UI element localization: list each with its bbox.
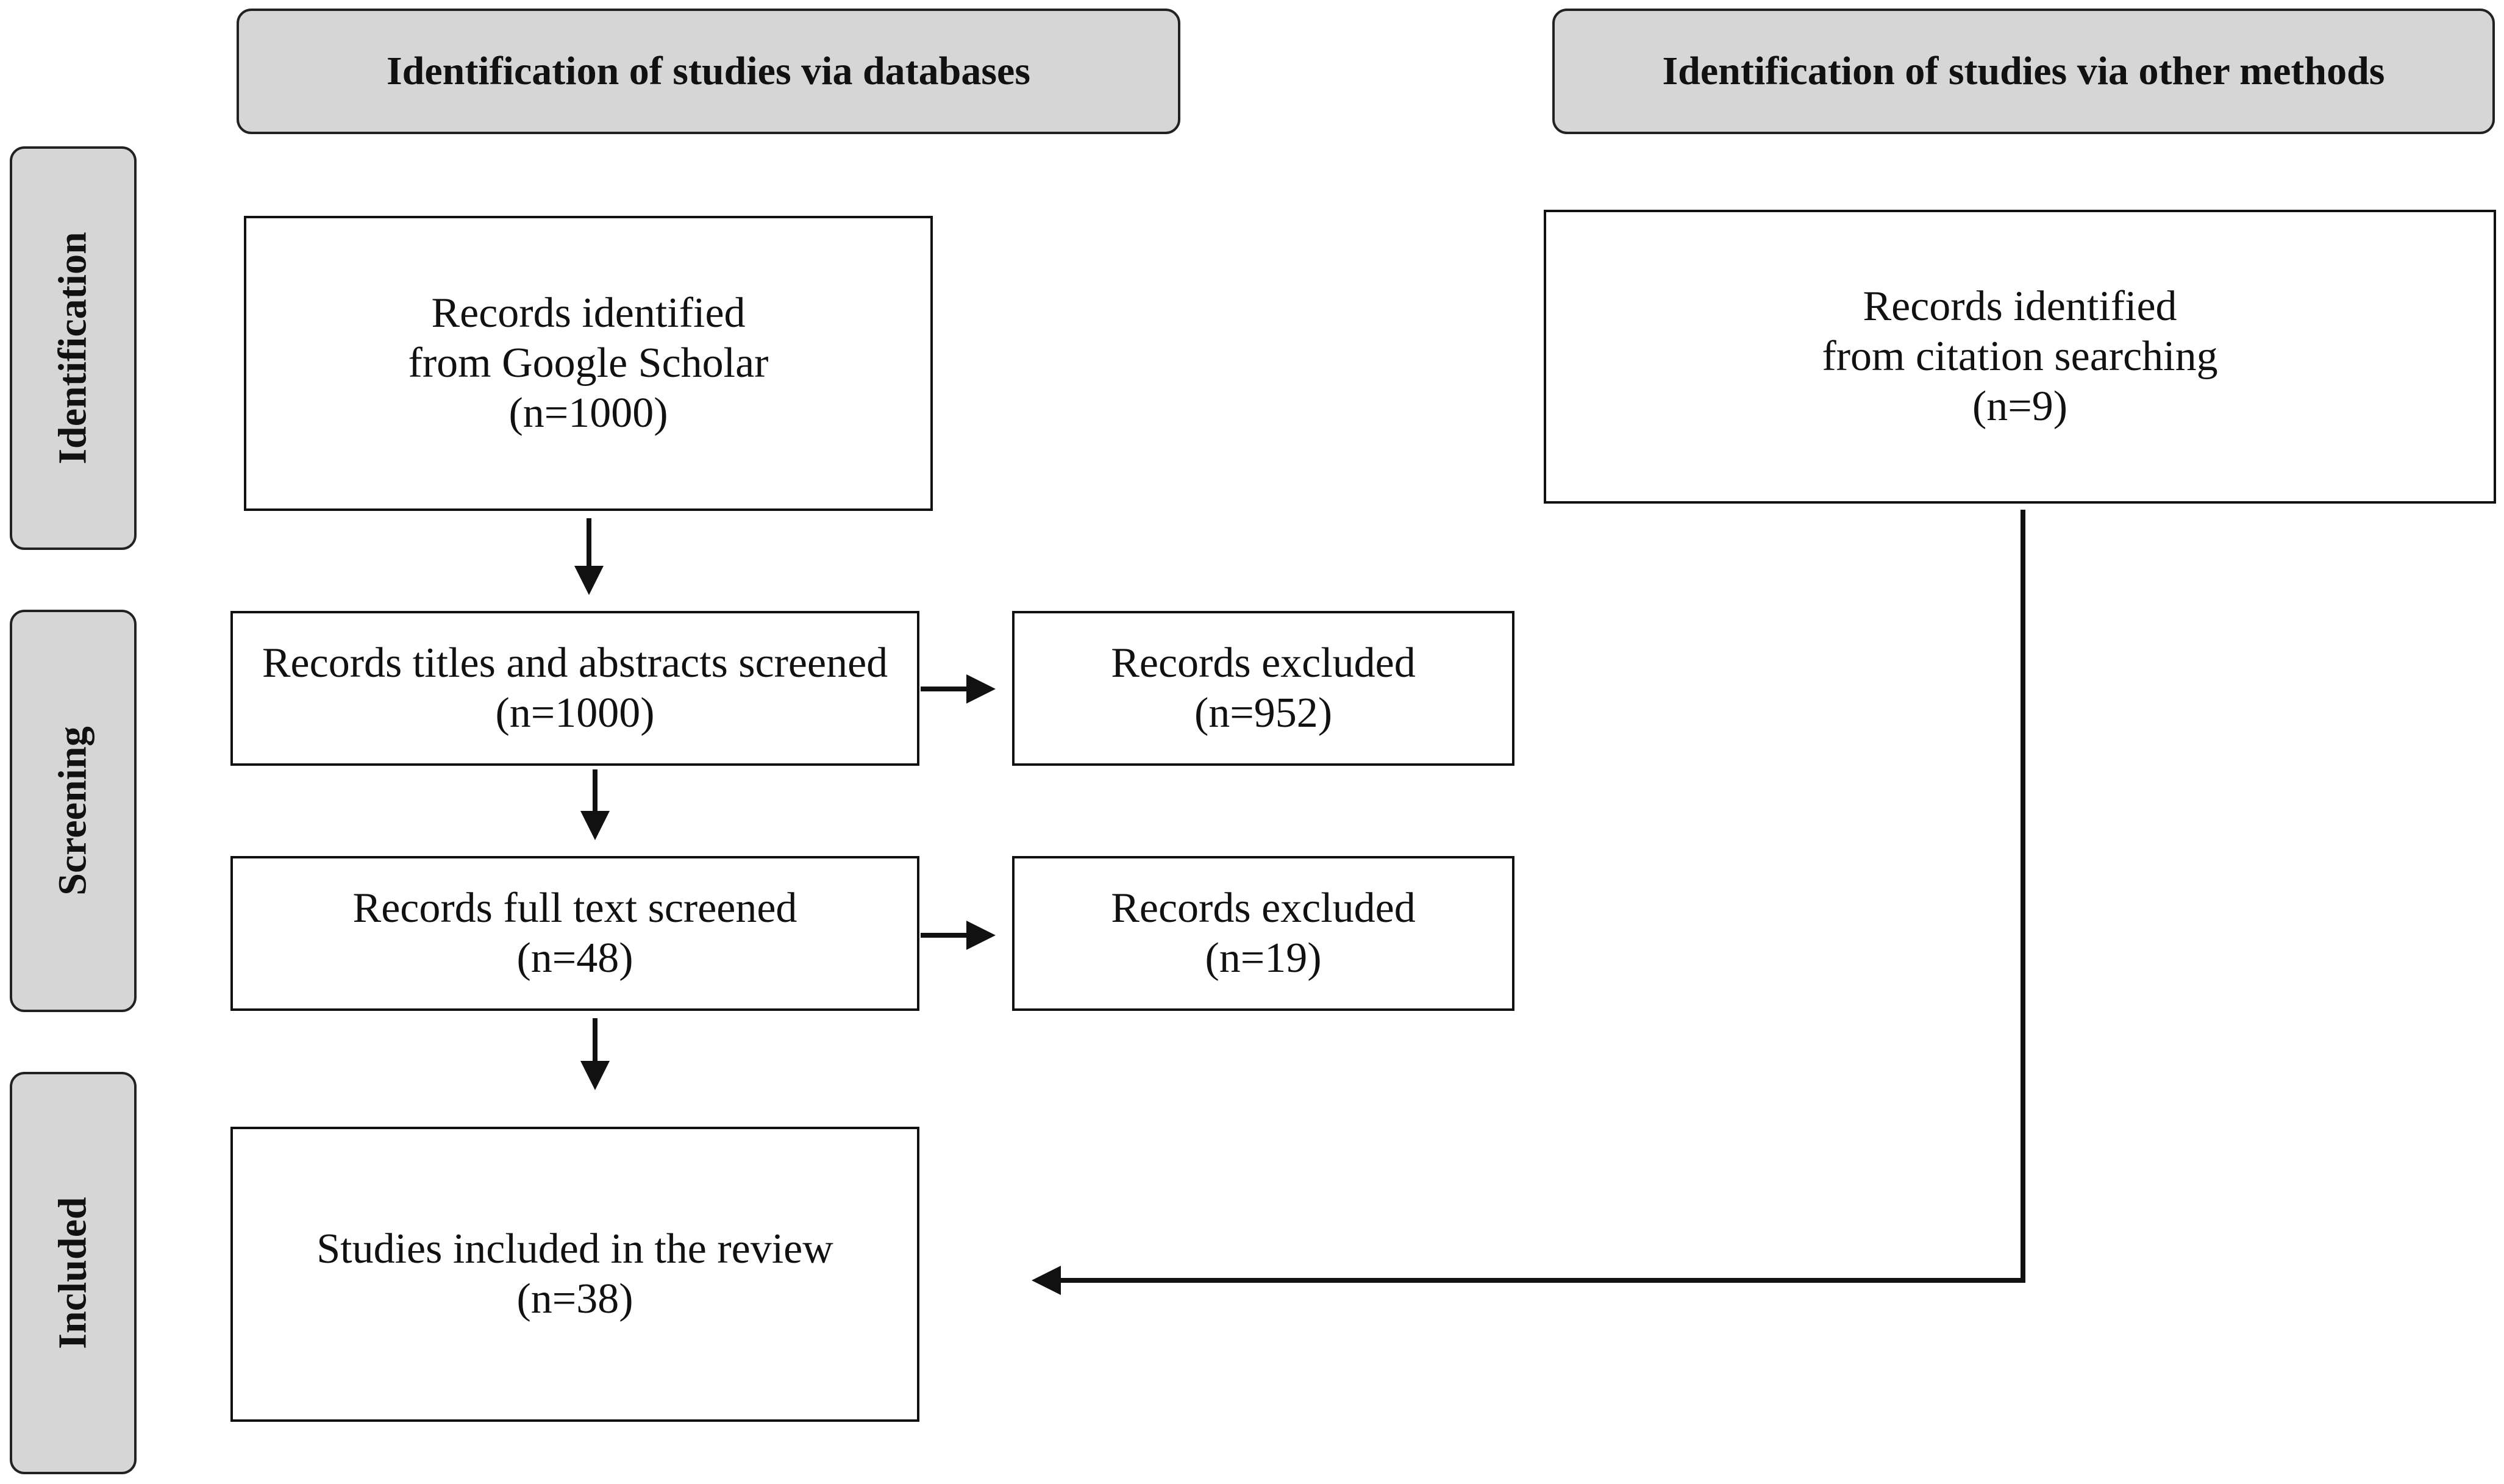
titles-abstracts-line1: Records titles and abstracts screened — [262, 640, 888, 687]
phase-identification: Identification — [10, 146, 137, 550]
excluded-2-line1: Records excluded — [1111, 885, 1416, 932]
citation-searching-count: (n=9) — [1972, 383, 2068, 430]
box-titles-abstracts-screened: Records titles and abstracts screened (n… — [230, 611, 919, 766]
box-full-text-screened: Records full text screened (n=48) — [230, 856, 919, 1011]
arrow-citation-to-included — [1032, 510, 2025, 1295]
full-text-count: (n=48) — [516, 935, 633, 982]
excluded-2-count: (n=19) — [1205, 935, 1322, 982]
included-count: (n=38) — [516, 1275, 633, 1322]
excluded-1-count: (n=952) — [1194, 690, 1333, 737]
citation-searching-line2: from citation searching — [1822, 333, 2218, 380]
google-scholar-line1: Records identified — [431, 290, 746, 337]
phase-included: Included — [10, 1072, 137, 1474]
header-databases: Identification of studies via databases — [237, 9, 1180, 134]
included-line1: Studies included in the review — [316, 1225, 833, 1272]
full-text-line1: Records full text screened — [352, 885, 797, 932]
excluded-1-line1: Records excluded — [1111, 640, 1416, 687]
google-scholar-count: (n=1000) — [508, 390, 668, 437]
phase-screening: Screening — [10, 610, 137, 1012]
box-google-scholar: Records identified from Google Scholar (… — [244, 216, 933, 511]
box-records-excluded-1: Records excluded (n=952) — [1012, 611, 1514, 766]
box-citation-searching: Records identified from citation searchi… — [1544, 210, 2496, 504]
box-records-excluded-2: Records excluded (n=19) — [1012, 856, 1514, 1011]
header-other-methods: Identification of studies via other meth… — [1552, 9, 2495, 134]
google-scholar-line2: from Google Scholar — [408, 340, 769, 387]
titles-abstracts-count: (n=1000) — [495, 690, 655, 737]
citation-searching-line1: Records identified — [1863, 283, 2177, 330]
box-studies-included: Studies included in the review (n=38) — [230, 1127, 919, 1422]
